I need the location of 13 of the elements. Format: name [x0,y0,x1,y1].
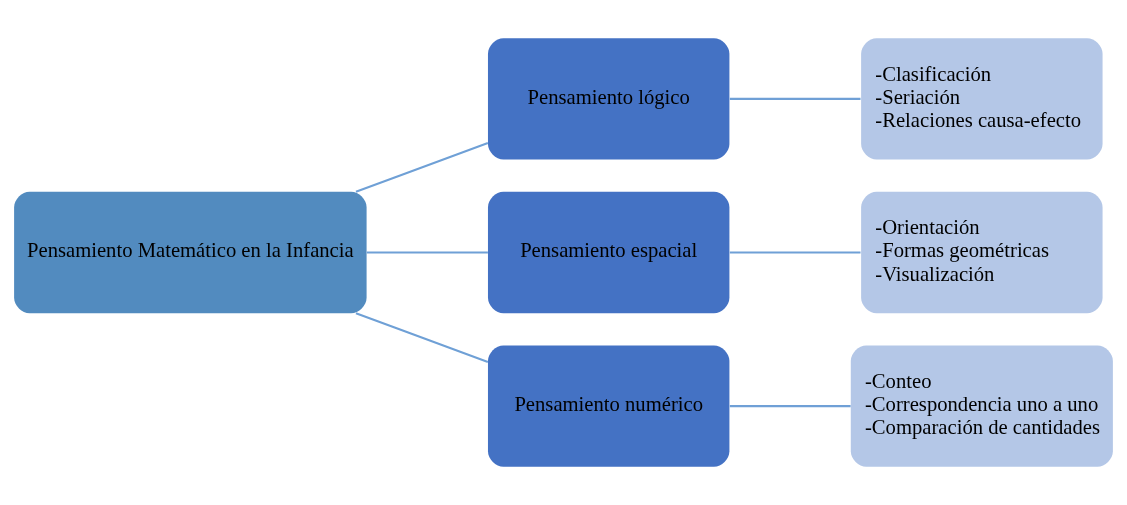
connector [355,312,489,363]
node-box: Pensamiento lógico [487,38,730,160]
node-box: Pensamiento espacial [487,191,730,314]
node-box: -Clasificación -Seriación -Relaciones causa-efecto [861,38,1103,160]
connector [729,97,861,100]
node-box: Pensamiento Matemático en la Infancia [14,191,367,314]
connector [729,405,851,408]
connector [366,251,488,254]
connector [355,142,489,193]
connector [729,251,861,254]
node-box: Pensamiento numérico [487,345,730,467]
node-box: -Orientación -Formas geométricas -Visualización [861,191,1103,314]
node-box: -Conteo -Correspondencia uno a uno -Comparación de cantidades [850,345,1113,467]
